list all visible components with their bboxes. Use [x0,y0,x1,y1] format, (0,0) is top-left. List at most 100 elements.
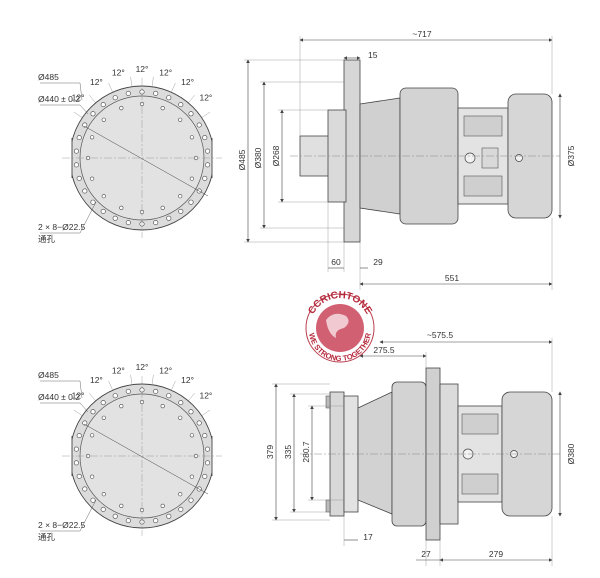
dim-280: 280.7 [301,441,311,463]
dim-d380-bottom: Ø380 [566,443,576,464]
dim-d268: Ø268 [271,145,281,166]
through-hole [189,135,194,140]
bolt-hole [112,95,118,101]
bolt-hole [100,102,106,108]
bolt-hole [90,409,96,415]
through-hole [160,404,165,409]
through-hole [101,415,106,420]
pcd-label: Ø440 ± 0.2 [38,94,80,104]
dim-275: 275.5 [373,345,395,355]
dim-551: 551 [445,273,459,283]
bolt-hole [73,148,79,154]
bolt-hole [188,111,194,117]
bolt-hole [166,215,172,221]
bolt-hole [178,102,184,108]
bolt-hole [153,518,159,524]
through-hole [178,492,183,497]
angle-label: 12° [72,391,85,401]
through-hole [89,433,95,438]
bolt-hole [90,111,96,117]
bolt-hole [112,393,118,399]
bolt-hole [76,473,82,479]
dim-27: 27 [421,549,431,559]
dim-overall-bottom: ~575.5 [427,330,454,340]
bolt-hole [205,148,211,154]
through-hole [160,105,165,111]
angle-label: 12° [72,93,85,103]
bolt-hole [178,208,184,214]
bolt-hole [202,175,208,181]
bolt-hole [125,388,131,394]
bolt-hole [153,388,159,394]
bolt-hole [205,446,211,452]
top-side-view: ~717 15 Ø485 Ø380 Ø268 Ø375 60 29 551 [237,29,576,290]
dim-335: 335 [283,445,293,459]
holes-note: 通孔 [38,234,56,244]
angle-label: 12° [136,64,149,74]
holes-label: 2 × 8−Ø22.5 [38,520,86,530]
through-hole [178,117,183,122]
bolt-hole [125,518,131,524]
bolt-hole [188,409,194,415]
angle-label: 12° [159,67,172,77]
bolt-hole [188,497,194,503]
brand-logo: CCRICHTONE WE STRONG TOGETHER [305,290,375,363]
through-hole [101,194,106,199]
bolt-hole [166,95,172,101]
dim-d380: Ø380 [253,147,263,168]
bolt-hole [112,215,118,221]
angle-label: 12° [181,77,194,87]
bolt-hole [153,220,159,226]
angle-label: 12° [90,375,103,385]
bolt-hole [166,393,172,399]
bottom-side-view: ~575.5 275.5 379 335 280.7 Ø380 17 27 27… [265,330,576,566]
angle-label: 12° [112,365,125,375]
pcd-label: Ø440 ± 0.2 [38,392,80,402]
bolt-hole [166,513,172,519]
dim-overall: ~717 [412,29,431,39]
through-hole [119,404,124,409]
bolt-hole [125,90,131,96]
dim-60: 60 [331,257,341,267]
dim-d375: Ø375 [566,145,576,166]
angle-label: 12° [112,67,125,77]
bolt-hole [73,162,79,168]
bolt-hole [100,400,106,406]
bolt-hole [100,506,106,512]
bolt-hole [82,188,88,194]
through-hole [89,474,95,479]
angle-label: 12° [199,391,212,401]
holes-note: 通孔 [38,532,56,542]
bolt-hole [205,162,211,168]
through-hole [178,194,183,199]
bolt-hole [82,122,88,128]
outer-diameter-label: Ø485 [38,72,59,82]
bolt-hole [73,446,79,452]
bolt-hole [196,122,202,128]
bolt-hole [196,420,202,426]
bolt-hole [76,433,82,439]
bolt-hole [90,199,96,205]
bolt-hole [76,135,82,141]
bolt-hole [202,433,208,439]
bolt-hole [112,513,118,519]
angle-label: 12° [136,362,149,372]
through-hole [178,415,183,420]
dim-279: 279 [489,549,503,559]
bolt-hole [153,90,159,96]
through-hole [160,205,165,210]
through-hole [189,176,194,181]
through-hole [101,117,106,122]
through-hole [89,176,95,181]
bolt-hole [82,486,88,492]
angle-label: 12° [90,77,103,87]
dim-flange-thickness: 15 [368,50,378,60]
bolt-hole [125,220,131,226]
angle-label: 12° [181,375,194,385]
bolt-hole [76,175,82,181]
through-hole [119,205,124,210]
through-hole [119,503,124,509]
bolt-hole [202,135,208,141]
through-hole [189,474,194,479]
